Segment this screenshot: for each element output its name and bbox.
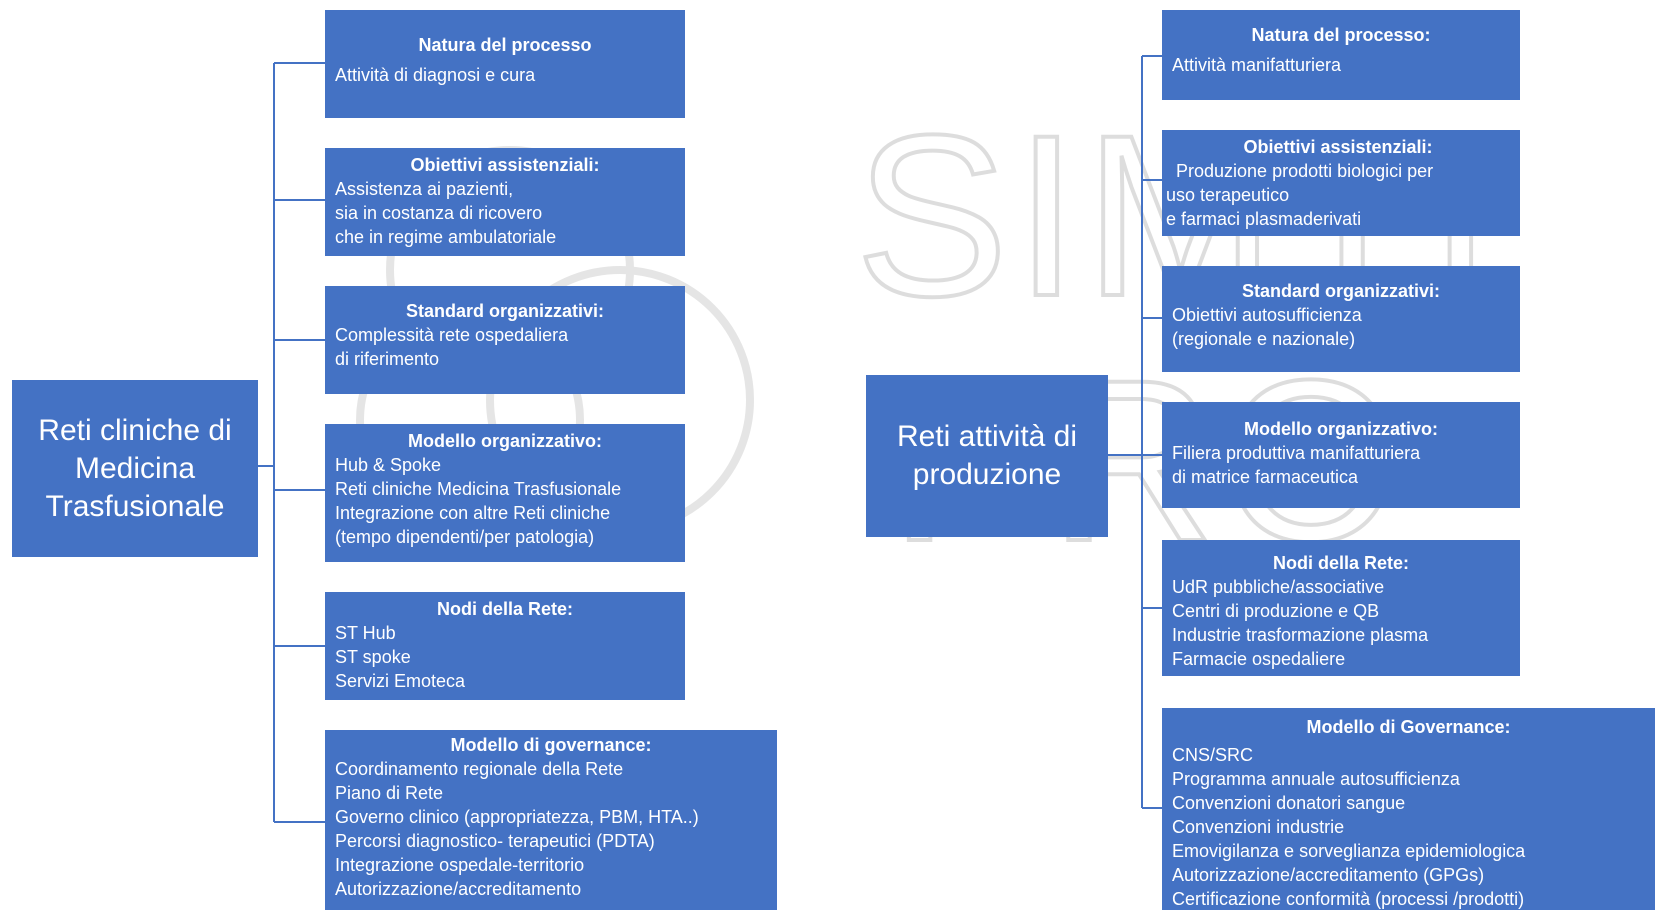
left-box-modello-organizzativo: Modello organizzativo: Hub & Spoke Reti … (325, 424, 685, 562)
box-line: Programma annuale autosufficienza (1172, 769, 1460, 789)
left-box-nodi: Nodi della Rete: ST Hub ST spoke Servizi… (325, 592, 685, 700)
left-box-standard: Standard organizzativi: Complessità rete… (325, 286, 685, 394)
box-line: Industrie trasformazione plasma (1172, 625, 1429, 645)
right-box-natura: Natura del processo: Attività manifattur… (1162, 10, 1520, 100)
left-box-obiettivi: Obiettivi assistenziali: Assistenza ai p… (325, 148, 685, 256)
box-line: (tempo dipendenti/per patologia) (335, 527, 595, 547)
box-line: Obiettivi autosufficienza (1172, 305, 1362, 325)
box-line: Autorizzazione/accreditamento (GPGs) (1172, 865, 1485, 885)
box-line: Complessità rete ospedaliera (335, 325, 569, 345)
box-title: Nodi della Rete: (1272, 553, 1410, 573)
box-line: Servizi Emoteca (335, 671, 466, 691)
box-line: CNS/SRC (1172, 745, 1254, 765)
box-title: Standard organizzativi: (405, 301, 605, 321)
box-title: Obiettivi assistenziali: (410, 155, 600, 175)
box-title: Modello di Governance: (1306, 717, 1511, 737)
box-line: Centri di produzione e QB (1172, 601, 1380, 621)
box-line: sia in costanza di ricovero (335, 203, 543, 223)
box-line: Coordinamento regionale della Rete (335, 759, 624, 779)
left-root-line-2: Medicina (74, 451, 196, 485)
box-line: Produzione prodotti biologici per (1176, 161, 1434, 181)
right-root-node: Reti attività di produzione (866, 375, 1108, 537)
box-line: UdR pubbliche/associative (1172, 577, 1385, 597)
left-root-node: Reti cliniche di Medicina Trasfusionale (12, 380, 258, 557)
right-root-line-1: Reti attività di (896, 420, 1078, 453)
box-line: Governo clinico (appropriatezza, PBM, HT… (335, 807, 699, 827)
box-line: (regionale e nazionale) (1172, 329, 1356, 349)
box-title: Standard organizzativi: (1241, 281, 1441, 301)
box-line: Assistenza ai pazienti, (335, 179, 514, 199)
box-line: Hub & Spoke (335, 455, 442, 475)
box-line: Integrazione ospedale-territorio (335, 855, 585, 875)
box-line: ST Hub (335, 623, 396, 643)
box-line: Autorizzazione/accreditamento (335, 879, 582, 899)
box-line: Percorsi diagnostico- terapeutici (PDTA) (335, 831, 655, 851)
left-root-line-1: Reti cliniche di (38, 413, 232, 447)
left-box-governance: Modello di governance: Coordinamento reg… (325, 730, 777, 910)
box-line: uso terapeutico (1166, 185, 1290, 205)
box-line: Attività di diagnosi e cura (335, 65, 536, 85)
box-line: e farmaci plasmaderivati (1166, 209, 1362, 229)
box-line: Convenzioni donatori sangue (1172, 793, 1406, 813)
box-line: Piano di Rete (335, 783, 444, 803)
box-title: Natura del processo (418, 35, 592, 55)
right-box-obiettivi: Obiettivi assistenziali: Produzione prod… (1162, 130, 1520, 236)
box-title: Modello di governance: (450, 735, 652, 755)
box-line: di matrice farmaceutica (1172, 467, 1359, 487)
right-root-line-2: produzione (912, 458, 1062, 491)
box-line: Convenzioni industrie (1172, 817, 1345, 837)
box-line: Integrazione con altre Reti cliniche (335, 503, 611, 523)
box-line: di riferimento (335, 349, 440, 369)
box-line: Reti cliniche Medicina Trasfusionale (335, 479, 622, 499)
right-box-standard: Standard organizzativi: Obiettivi autosu… (1162, 266, 1520, 372)
box-line: Farmacie ospedaliere (1172, 649, 1346, 669)
box-line: ST spoke (335, 647, 411, 667)
box-title: Natura del processo: (1251, 25, 1431, 45)
box-title: Obiettivi assistenziali: (1243, 137, 1433, 157)
right-box-governance: Modello di Governance: CNS/SRC Programma… (1162, 708, 1655, 910)
left-root-line-3: Trasfusionale (45, 489, 225, 523)
right-box-modello-organizzativo: Modello organizzativo: Filiera produttiv… (1162, 402, 1520, 508)
right-box-nodi: Nodi della Rete: UdR pubbliche/associati… (1162, 540, 1520, 676)
left-box-natura: Natura del processo Attività di diagnosi… (325, 10, 685, 118)
box-line: Attività manifatturiera (1172, 55, 1342, 75)
box-line: Filiera produttiva manifatturiera (1172, 443, 1421, 463)
box-line: che in regime ambulatoriale (335, 227, 557, 247)
box-title: Nodi della Rete: (436, 599, 574, 619)
box-title: Modello organizzativo: (1243, 419, 1438, 439)
box-line: Certificazione conformità (processi /pro… (1172, 889, 1525, 909)
box-line: Emovigilanza e sorveglianza epidemiologi… (1172, 841, 1526, 861)
box-title: Modello organizzativo: (407, 431, 602, 451)
